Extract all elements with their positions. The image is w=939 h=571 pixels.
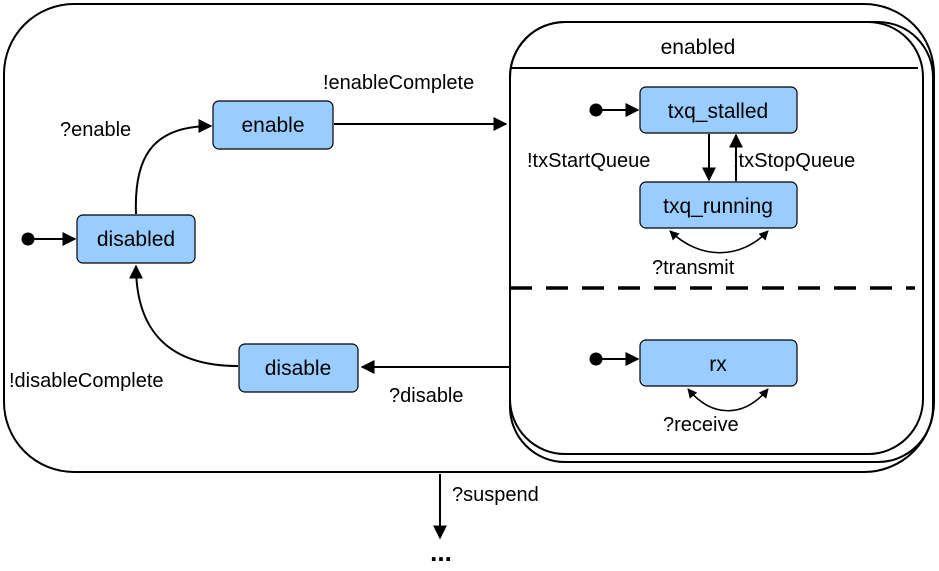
label-transmit: ?transmit — [652, 257, 735, 279]
label-disable-complete: !disableComplete — [9, 370, 164, 392]
initial-marker-tx-region — [589, 103, 603, 117]
label-receive: ?receive — [663, 414, 739, 436]
state-rx-label: rx — [709, 353, 727, 376]
state-disabled-label: disabled — [97, 228, 175, 251]
label-tx-start-queue: !txStartQueue — [527, 150, 650, 172]
label-enable-event: ?enable — [60, 119, 131, 141]
initial-marker-rx-region — [589, 352, 603, 366]
state-disable-label: disable — [265, 357, 332, 380]
state-txq-stalled-label: txq_stalled — [668, 100, 768, 123]
transition-transmit-self-loop — [669, 230, 769, 254]
transition-disabled-to-enable — [134, 119, 213, 215]
transition-disable-to-disabled — [129, 264, 239, 367]
state-txq-stalled: txq_stalled — [639, 86, 798, 134]
continuation-ellipsis: ... — [430, 537, 452, 567]
state-enable-label: enable — [241, 114, 304, 137]
label-disable-event: ?disable — [389, 385, 464, 407]
label-suspend: ?suspend — [452, 484, 539, 506]
state-rx: rx — [639, 339, 798, 387]
label-enable-complete: !enableComplete — [323, 72, 474, 94]
transition-receive-self-loop — [687, 388, 769, 412]
enabled-state-title: enabled — [661, 36, 736, 59]
state-enable: enable — [212, 100, 334, 150]
state-disable: disable — [238, 343, 359, 393]
state-disabled: disabled — [76, 214, 196, 264]
state-txq-running-label: txq_running — [663, 195, 773, 218]
label-tx-stop-queue: !txStopQueue — [733, 150, 855, 172]
state-txq-running: txq_running — [639, 181, 798, 229]
initial-marker-top-level — [21, 232, 35, 246]
enabled-state-inner-border — [509, 21, 924, 455]
